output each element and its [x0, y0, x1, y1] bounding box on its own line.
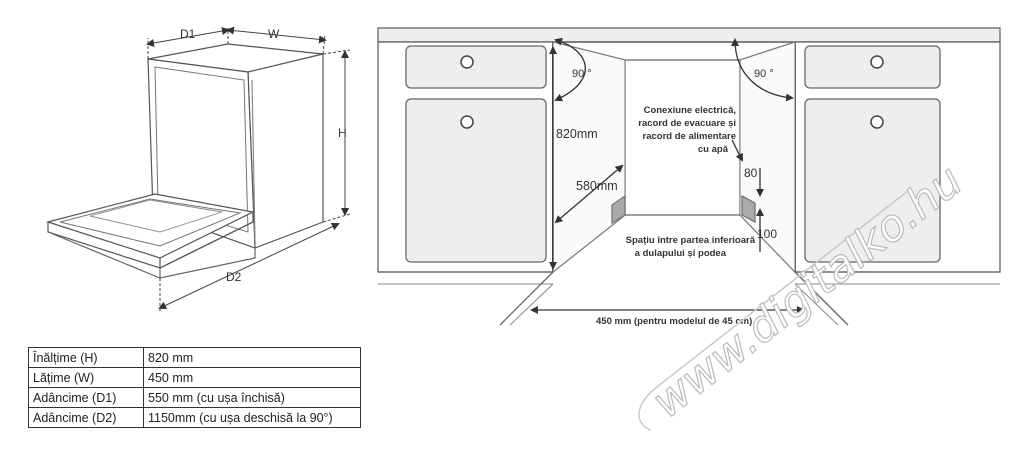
angle-right-label: 90 ° — [754, 68, 774, 80]
spec-label: Adâncime (D2) — [28, 407, 144, 428]
table-row: Înălțime (H) 820 mm — [28, 347, 361, 368]
spec-value: 450 mm — [143, 367, 361, 388]
spec-label: Adâncime (D1) — [28, 387, 144, 408]
connection-note-line: racord de alimentare — [643, 131, 736, 142]
dim-d2-label: D2 — [226, 270, 242, 284]
angle-left-label: 90 ° — [572, 68, 592, 80]
specs-table: Înălțime (H) 820 mm Lățime (W) 450 mm Ad… — [28, 347, 361, 428]
connection-note: Conexiune electrică, racord de evacuare … — [638, 105, 736, 155]
angle-arc-right — [731, 38, 794, 102]
dishwasher-side — [247, 53, 324, 249]
spec-label: Lățime (W) — [28, 367, 144, 388]
spec-value: 550 mm (cu ușa închisă) — [143, 387, 361, 408]
dim-100-label: 100 — [757, 227, 777, 241]
connection-note-line: racord de evacuare și — [638, 118, 736, 129]
dim-d1-label: D1 — [180, 27, 196, 41]
dim-80-label: 80 — [744, 166, 758, 180]
table-row: Lățime (W) 450 mm — [28, 367, 361, 388]
table-row: Adâncime (D1) 550 mm (cu ușa închisă) — [28, 387, 361, 408]
dishwasher-drawing — [45, 43, 324, 279]
gap-note-line: Spațiu între partea inferioară — [626, 235, 756, 246]
depth-arrow — [554, 164, 624, 224]
width-450-label: 450 mm (pentru modelul de 45 cm) — [596, 316, 752, 327]
gap-note: Spațiu între partea inferioară a dulapul… — [626, 235, 756, 259]
dimension-lines-right — [530, 37, 805, 314]
dim-h-label: H — [338, 126, 347, 140]
connection-note-line: cu apă — [698, 144, 729, 155]
angle-arc-left — [554, 37, 586, 102]
spec-value: 820 mm — [143, 347, 361, 368]
connection-note-line: Conexiune electrică, — [644, 105, 736, 116]
cabinet-drawing — [377, 27, 1001, 326]
table-row: Adâncime (D2) 1150mm (cu ușa deschisă la… — [28, 407, 361, 428]
depth-580-label: 580mm — [576, 179, 618, 193]
dimension-lines-left — [146, 26, 351, 312]
gap-note-line: a dulapului și podea — [635, 248, 727, 259]
spec-value: 1150mm (cu ușa deschisă la 90°) — [143, 407, 361, 428]
height-820-label: 820mm — [556, 127, 598, 141]
spec-label: Înălțime (H) — [28, 347, 144, 368]
dim-w-label: W — [268, 27, 280, 41]
countertop — [377, 27, 1001, 43]
